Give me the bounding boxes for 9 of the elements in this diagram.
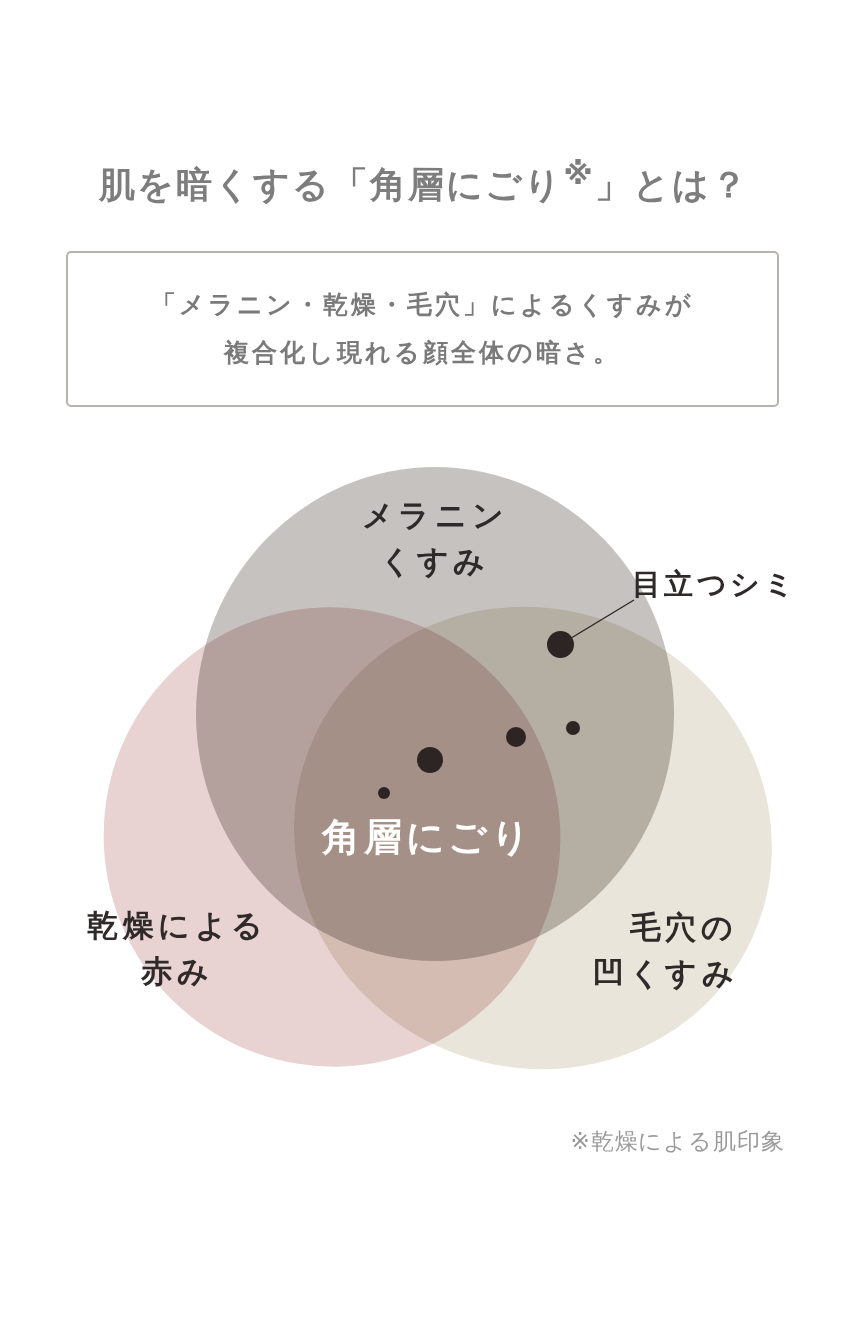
overlap-label: 角層にごり	[320, 814, 535, 861]
circle-label: メラニンくすみ	[360, 496, 510, 581]
circle-label: 乾燥による赤み	[85, 906, 270, 991]
circle-label: 毛穴の凹くすみ	[592, 908, 740, 993]
callout-text: 目立つシミ	[632, 562, 802, 606]
leader-line	[571, 599, 635, 639]
footnote: ※乾燥による肌印象	[569, 1127, 785, 1156]
definition-box: 「メラニン・乾燥・毛穴」によるくすみが複合化し現れる顔全体の暗さ。	[66, 251, 779, 407]
title: 肌を暗くする「角層にごり$^{※}$」とは？	[97, 156, 751, 207]
